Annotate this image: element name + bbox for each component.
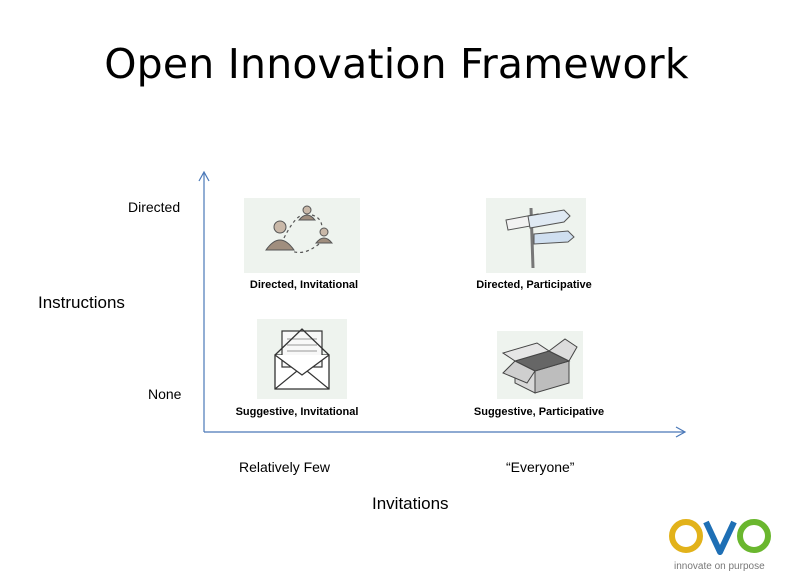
signpost-icon [486, 198, 586, 273]
open-box-icon [497, 331, 583, 399]
y-axis-title: Instructions [38, 293, 125, 312]
people-network-icon [244, 198, 360, 273]
quadrant-caption-directed-participative: Directed, Participative [476, 279, 592, 291]
logo-tagline: innovate on purpose [674, 561, 765, 572]
x-axis-title: Invitations [372, 494, 449, 513]
quadrant-caption-suggestive-participative: Suggestive, Participative [473, 406, 605, 418]
envelope-letter-icon [257, 319, 347, 399]
y-tick-none: None [148, 386, 182, 402]
x-tick-relatively-few: Relatively Few [239, 459, 331, 475]
x-tick-everyone: “Everyone” [506, 459, 575, 475]
x-axis-arrowhead [675, 426, 687, 438]
y-axis-arrowhead [198, 170, 210, 182]
ovo-logo [668, 516, 774, 563]
quadrant-caption-directed-invitational: Directed, Invitational [249, 279, 359, 291]
page-title: Open Innovation Framework [104, 40, 689, 88]
y-tick-directed: Directed [128, 199, 181, 215]
quadrant-caption-suggestive-invitational: Suggestive, Invitational [235, 406, 359, 418]
